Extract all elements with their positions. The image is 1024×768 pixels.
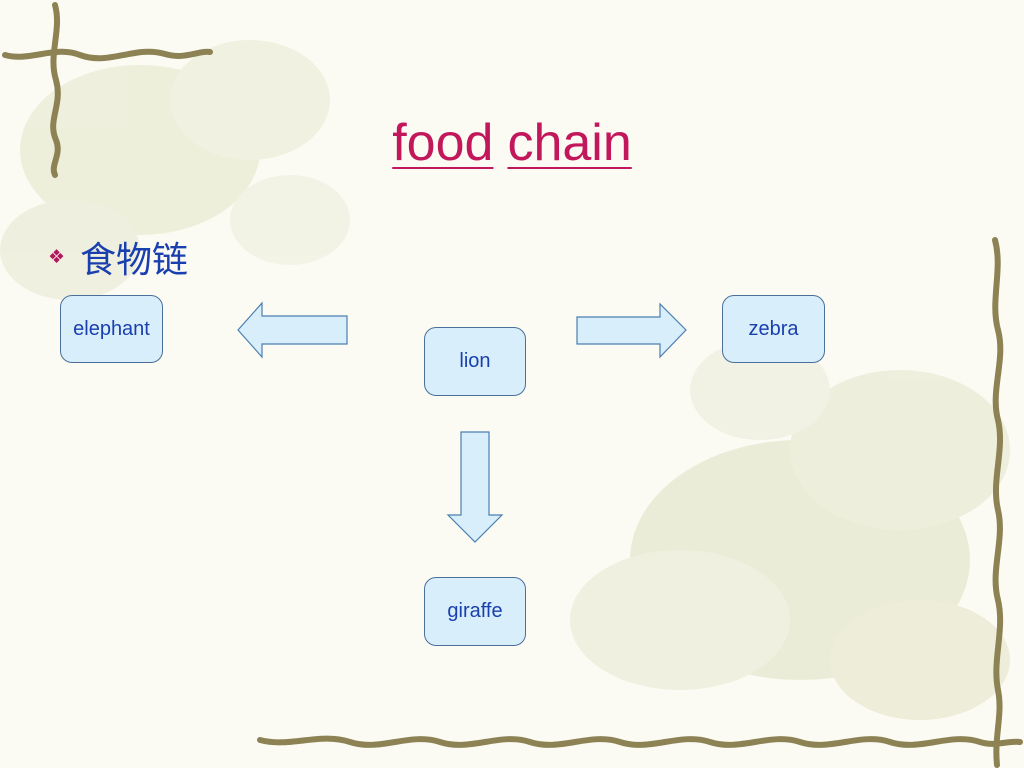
vine-bottom bbox=[257, 735, 1023, 748]
node-lion: lion bbox=[424, 327, 526, 396]
diamond-bullet-icon: ❖ bbox=[48, 246, 66, 268]
vine-right bbox=[992, 237, 1004, 768]
arrow-left bbox=[237, 301, 348, 359]
title-word-food[interactable]: food bbox=[392, 114, 494, 172]
node-zebra: zebra bbox=[722, 295, 825, 363]
vine-top-horizontal bbox=[2, 48, 213, 62]
bullet-text: 食物链 bbox=[80, 240, 189, 281]
node-elephant: elephant bbox=[60, 295, 163, 363]
arrow-right bbox=[576, 302, 687, 359]
arrow-down bbox=[446, 431, 504, 543]
node-giraffe: giraffe bbox=[424, 577, 526, 646]
bullet-item: ❖ 食物链 bbox=[48, 233, 188, 281]
vine-top-left bbox=[50, 2, 61, 178]
title-word-chain[interactable]: chain bbox=[507, 114, 632, 172]
